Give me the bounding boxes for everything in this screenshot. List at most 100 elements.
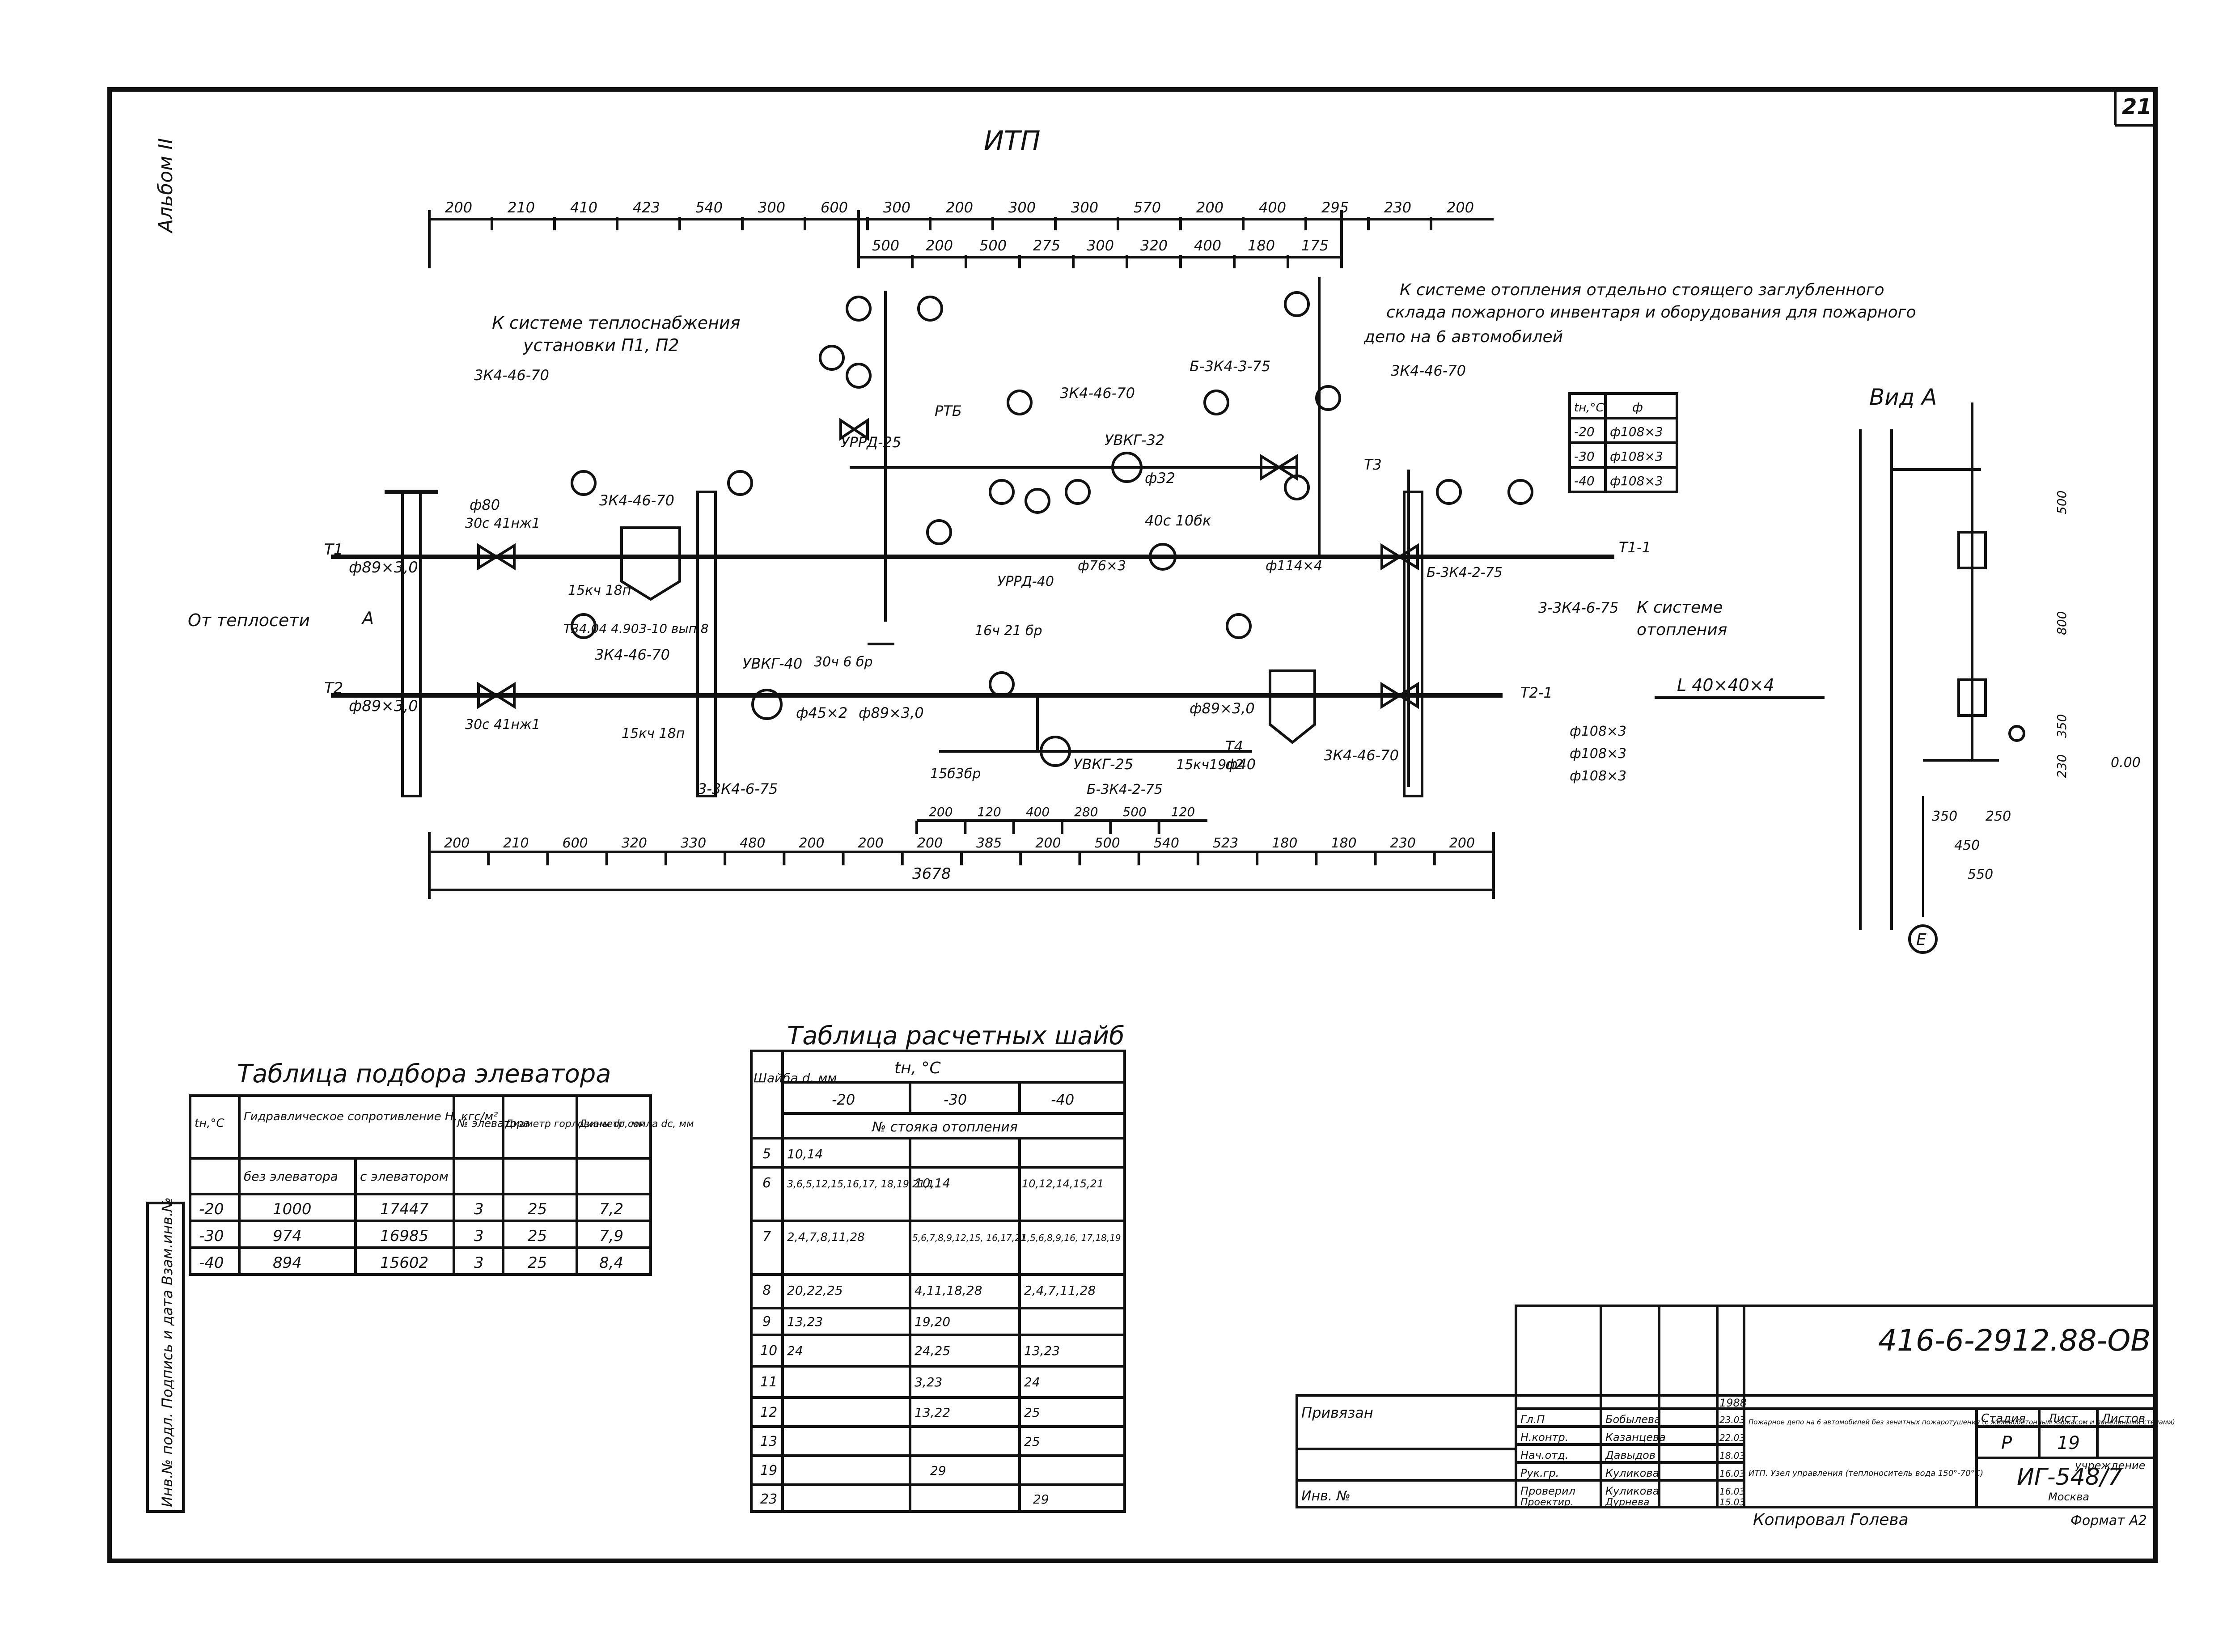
label-pipe-76: ф76×3 bbox=[1078, 558, 1126, 574]
grid-axis: Е bbox=[1916, 931, 1926, 949]
washer-table-title: Таблица расчетных шайб bbox=[787, 1021, 1125, 1051]
top-dimension: 410 bbox=[570, 199, 597, 216]
stamp-date: 18.03 bbox=[1719, 1450, 1745, 1461]
header-left bbox=[385, 490, 438, 797]
top-dimension-2: 180 bbox=[1248, 237, 1275, 254]
role: Проектир. bbox=[1520, 1497, 1574, 1508]
label-valve-15kch18-t2: 15кч 18п bbox=[622, 726, 685, 741]
stage-value: Р bbox=[2001, 1433, 2012, 1453]
elevator-cell: 25 bbox=[528, 1254, 547, 1272]
label-pipe-32: ф32 bbox=[1145, 470, 1175, 487]
washer-cell: 25 bbox=[1024, 1405, 1040, 1420]
top-dimension-2: 320 bbox=[1140, 237, 1168, 254]
top-dimension: 400 bbox=[1259, 199, 1286, 216]
stamp-roles: Гл.П Н.контр. Нач.отд. Рук.гр. Проверил … bbox=[1520, 1413, 1745, 1508]
elevator-cell: 17447 bbox=[380, 1200, 429, 1218]
label-urrd40: УРРД-40 bbox=[997, 574, 1054, 589]
elevator-header: Диаметр горловины dг, мм bbox=[505, 1118, 646, 1130]
washer-temp: -40 bbox=[1051, 1091, 1074, 1108]
top-dimension: 570 bbox=[1134, 199, 1161, 216]
elevator-cell: 25 bbox=[528, 1200, 547, 1218]
elevator-cell: -40 bbox=[199, 1254, 224, 1272]
elevator-subheader: с элеватором bbox=[360, 1169, 449, 1184]
stamp-date: 23.03 bbox=[1719, 1415, 1745, 1425]
copied-by: Копировал Голева bbox=[1753, 1511, 1909, 1529]
bound-label: Привязан bbox=[1301, 1404, 1373, 1421]
washer-cell: 13,22 bbox=[915, 1405, 950, 1420]
elevator-cell: 15602 bbox=[380, 1254, 428, 1272]
role: Нач.отд. bbox=[1520, 1449, 1568, 1461]
label-cond-3k4-e: 3К4-46-70 bbox=[1391, 362, 1466, 379]
stage-heading: Стадия bbox=[1981, 1412, 2026, 1425]
label-t4: Т4 bbox=[1225, 738, 1243, 755]
top-dimension: 300 bbox=[1008, 199, 1036, 216]
title-block bbox=[1296, 1305, 2157, 1508]
washer-cell: 4,11,18,28 bbox=[915, 1283, 982, 1298]
dn-heading: ф bbox=[1632, 400, 1643, 415]
label-pipe-45: ф45×2 bbox=[796, 704, 847, 721]
bottom-dimension: 200 bbox=[799, 835, 824, 851]
washer-cell: 13,23 bbox=[1024, 1343, 1060, 1358]
check-valve bbox=[1149, 543, 1177, 571]
tn-heading: tн,°С bbox=[1574, 401, 1604, 415]
top-dimension: 230 bbox=[1384, 199, 1411, 216]
washer-cell: 23 bbox=[760, 1491, 777, 1507]
view-a-dim-h: 550 bbox=[1968, 867, 1993, 882]
view-a-dim-v: 800 bbox=[2054, 611, 2069, 635]
valve-bypass bbox=[1260, 453, 1298, 481]
elevator-cell: 3 bbox=[474, 1254, 484, 1272]
side-strip-label: Инв.№ подл. Подпись и дата Взам.инв.№ bbox=[159, 1197, 176, 1507]
label-valve-30ch6br: 30ч 6 бр bbox=[814, 654, 873, 670]
bottom-dimension: 200 bbox=[1035, 835, 1061, 851]
label-pipe-t2: ф89×3,0 bbox=[349, 697, 418, 715]
washer-tn: tн, °С bbox=[894, 1059, 941, 1077]
top-dimension-2: 500 bbox=[872, 237, 899, 254]
top-dimension-2: 500 bbox=[979, 237, 1007, 254]
label-uvkg40: УВКГ-40 bbox=[742, 655, 802, 672]
label-supply-system: К системе теплоснабжения bbox=[492, 313, 741, 333]
label-cond-3k4-d: 3К4-46-70 bbox=[1060, 385, 1135, 402]
top-dimension: 423 bbox=[633, 199, 660, 216]
elevator-cell: 1000 bbox=[273, 1200, 312, 1218]
elevator-subheader: без элеватора bbox=[244, 1169, 338, 1184]
label-valve-30c41: 30с 41нж1 bbox=[465, 516, 540, 531]
elevator-cell: 7,2 bbox=[599, 1200, 623, 1218]
sheet-number: 21 bbox=[2122, 94, 2152, 119]
elevator-table bbox=[189, 1094, 652, 1276]
elevator-header: Диаметр сопла dc, мм bbox=[579, 1118, 694, 1130]
label-t34: Т34.04 4.903-10 вып.8 bbox=[563, 621, 709, 636]
dn-cell: ф108×3 bbox=[1610, 424, 1663, 439]
flow-meter-bottom bbox=[1040, 736, 1071, 767]
bottom-dimension-2: 280 bbox=[1074, 805, 1098, 819]
label-t2: Т2 bbox=[324, 679, 343, 697]
stamp-date: 16.03 bbox=[1719, 1486, 1745, 1497]
dn-cell: ф108×3 bbox=[1610, 474, 1663, 488]
label-t1: Т1 bbox=[324, 541, 343, 559]
label-valve-15kch18: 15кч 18п bbox=[568, 583, 631, 598]
label-valve-16ch21: 16ч 21 бр bbox=[975, 623, 1042, 639]
washer-cell: 6 bbox=[762, 1175, 771, 1191]
label-to-heating: К системе bbox=[1637, 598, 1723, 617]
label-t3: Т3 bbox=[1364, 456, 1382, 473]
pressure-gauges bbox=[571, 291, 1533, 697]
stamp-name: Бобылева bbox=[1605, 1413, 1661, 1426]
bottom-dimension: 320 bbox=[622, 835, 647, 851]
elevator-cell: -30 bbox=[199, 1227, 224, 1245]
role: Гл.П bbox=[1520, 1413, 1545, 1426]
elevator-cell: 974 bbox=[273, 1227, 302, 1245]
tn-cell: -30 bbox=[1574, 449, 1595, 464]
sheet-title: ИТП. Узел управления (теплоноситель вода… bbox=[1749, 1469, 1983, 1478]
label-pipe-89-mid: ф89×3,0 bbox=[859, 704, 924, 721]
top-dimension: 600 bbox=[821, 199, 848, 216]
label-arrow-a: А bbox=[361, 608, 374, 628]
bottom-dimension-2: 500 bbox=[1122, 805, 1146, 819]
view-a-dim-v: 500 bbox=[2054, 491, 2069, 514]
label-rtb: РТБ bbox=[935, 402, 962, 419]
bottom-dimension: 200 bbox=[917, 835, 943, 851]
stamp-date: 15.03 bbox=[1719, 1497, 1745, 1508]
label-cond-b3k4: Б-3К4-2-75 bbox=[1087, 782, 1163, 797]
stamp-date: 16.03 bbox=[1719, 1468, 1745, 1479]
label-cond-3k4-b: 3К4-46-70 bbox=[595, 646, 670, 663]
label-pipe-114: ф114×4 bbox=[1266, 558, 1322, 574]
dn-list-item: ф108×3 bbox=[1570, 768, 1626, 784]
